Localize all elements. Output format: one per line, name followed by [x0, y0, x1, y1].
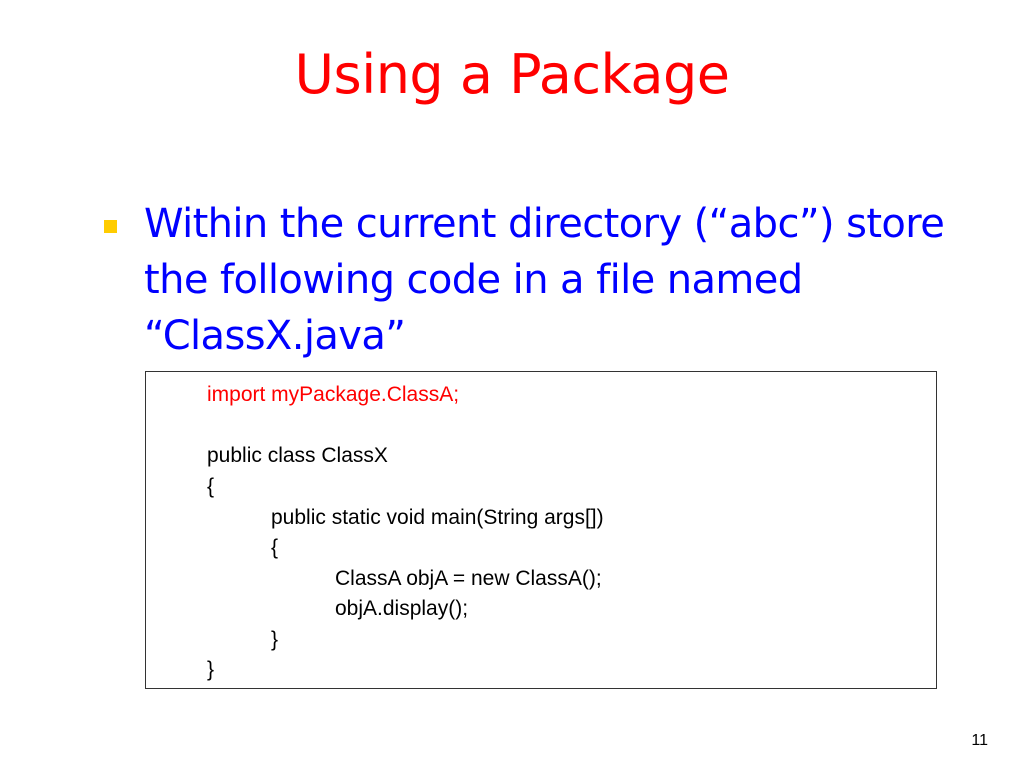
- code-line-class-open-brace: {: [207, 475, 215, 498]
- bullet-text-line-1: Within the current directory (“abc”) sto…: [144, 201, 945, 247]
- code-line-class-declaration: public class ClassX: [207, 444, 388, 467]
- bullet-text: Within the current directory (“abc”) sto…: [144, 196, 984, 364]
- square-bullet-icon: [104, 220, 117, 233]
- code-line-class-close-brace: }: [207, 658, 215, 681]
- code-line-import: import myPackage.ClassA;: [207, 383, 460, 406]
- page-number: 11: [971, 732, 988, 749]
- code-line-main-signature: public static void main(String args[]): [271, 506, 604, 529]
- code-line-main-open-brace: {: [271, 536, 279, 559]
- slide-title: Using a Package: [294, 43, 730, 106]
- bullet-text-line-3: “ClassX.java”: [144, 313, 406, 359]
- bullet-text-line-2: the following code in a file named: [144, 257, 803, 303]
- code-box: import myPackage.ClassA; public class Cl…: [145, 371, 937, 689]
- code-line-method-call: objA.display();: [335, 597, 469, 620]
- code-line-object-creation: ClassA objA = new ClassA();: [335, 567, 602, 590]
- code-line-main-close-brace: }: [271, 628, 279, 651]
